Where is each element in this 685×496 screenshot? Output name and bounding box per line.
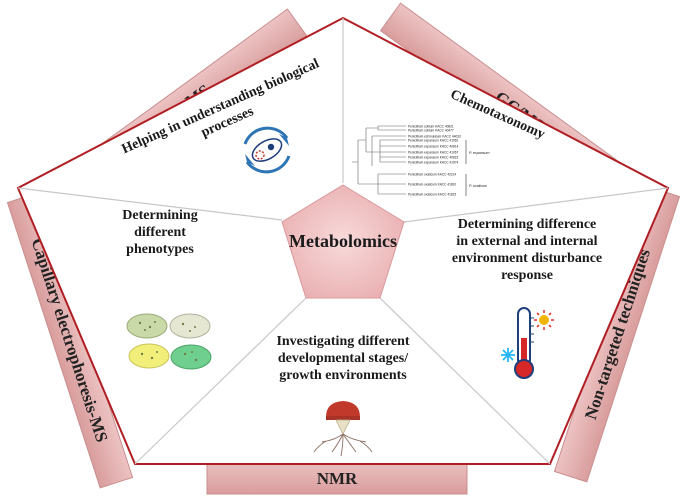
mushroom-roots-icon [313,401,373,457]
segment-left: Determining different phenotypes [122,208,197,257]
tree-leaf: Penicillium solitum KACC 40477 [408,129,454,133]
phylogenetic-tree-icon: Penicillium solitum KACC 40821 Penicilli… [352,125,490,197]
tree-leaf: Penicillium oxalicum KACC 42214 [408,173,456,177]
tree-leaf: Penicillium solitum KACC 40821 [408,125,454,129]
segment-bottom-line3: growth environments [279,368,407,383]
segment-right-line2: in external and internal [456,234,597,249]
center-pentagon [281,184,405,299]
snowflake-icon [501,348,515,362]
segment-left-line3: phenotypes [126,242,194,257]
segment-right-line3: environment disturbance [452,251,602,266]
tree-leaf: Penicillium expansum KACC 40815 [408,156,459,160]
segment-bottom-line1: Investigating different [276,334,409,349]
tree-leaf: Penicillium oxalicum KACC 41815 [408,193,456,197]
tree-leaf: Penicillium expansum KACC 41067 [408,151,459,155]
segment-bottom: Investigating different developmental st… [276,334,409,383]
petri-dishes-icon [126,313,212,370]
tree-leaf: Penicillium expansum KACC 41962 [408,139,459,143]
tree-leaf: Penicillium expansum KACC 40814 [408,145,459,149]
tree-group-label: P. oxalicum [469,184,487,188]
segment-left-line2: different [134,225,186,240]
band-nmr: NMR [206,459,468,495]
band-label-nmr: NMR [317,469,358,488]
segment-left-line1: Determining [122,208,197,223]
segment-right-line1: Determining difference [458,217,597,232]
sun-icon [534,310,554,330]
tree-group-label: P. expansum [469,151,490,155]
segment-dividers [17,18,669,465]
tree-leaf: Penicillium oxalicum KACC 41810 [408,183,456,187]
segment-right: Determining difference in external and i… [452,217,602,283]
tree-leaf: Penicillium expansum KACC 41974 [408,161,459,165]
thermometer-sun-snowflake-icon [501,307,554,379]
segment-right-line4: response [501,268,553,283]
tree-leaf: Penicillium echinulatum KACC 44033 [408,135,461,139]
center-title: Metabolomics [289,231,397,251]
segment-bottom-line2: developmental stages/ [278,351,409,366]
cell-cycle-icon [243,126,291,174]
